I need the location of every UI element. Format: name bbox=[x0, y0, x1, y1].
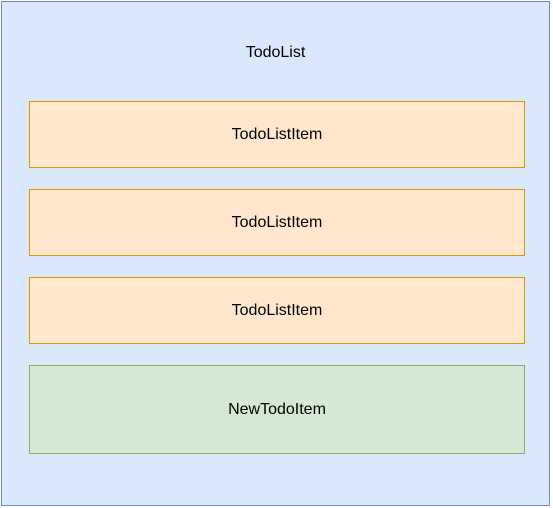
new-todo-item-box: NewTodoItem bbox=[29, 365, 525, 454]
todo-list-item-label: TodoListItem bbox=[231, 301, 323, 319]
todo-list-item-3: TodoListItem bbox=[29, 277, 525, 344]
new-todo-item-label: NewTodoItem bbox=[228, 400, 326, 418]
todo-list-item-label: TodoListItem bbox=[231, 213, 323, 231]
todo-list-item-2: TodoListItem bbox=[29, 189, 525, 256]
todo-list-title: TodoList bbox=[245, 44, 306, 61]
todo-list-item-label: TodoListItem bbox=[231, 125, 323, 143]
todo-list-item-1: TodoListItem bbox=[29, 101, 525, 168]
